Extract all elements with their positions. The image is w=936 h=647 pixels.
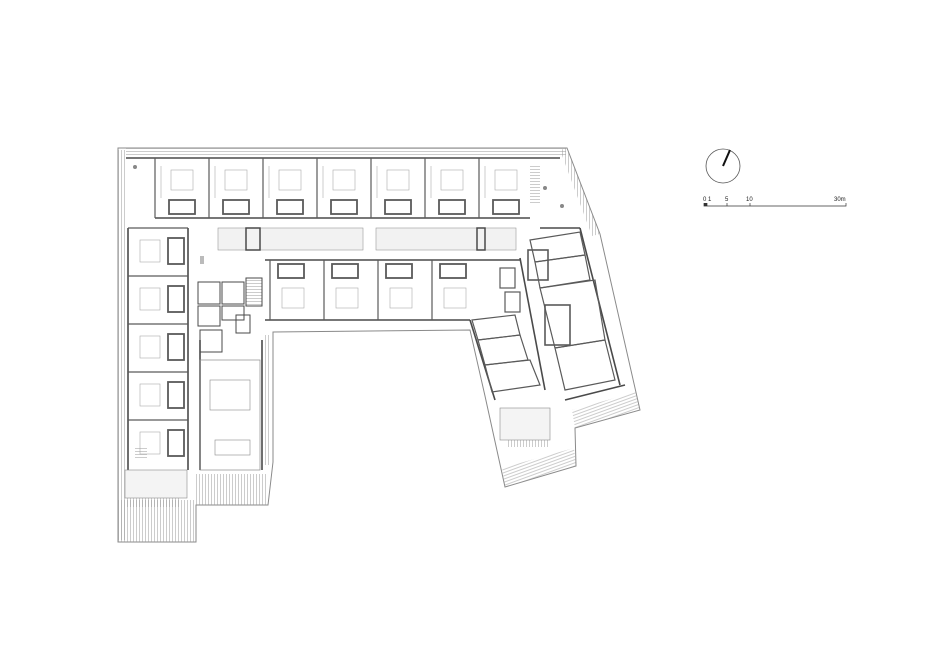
bathroom-pod: [277, 263, 305, 279]
bathroom-pod: [439, 263, 467, 279]
bathroom-pod: [168, 199, 196, 215]
east-wing-rooms: [133, 165, 616, 393]
bathroom-pod: [385, 263, 413, 279]
bathroom-pod: [167, 429, 185, 457]
scale-bar: 0 1 5 10 30m: [703, 197, 847, 207]
bed: [335, 287, 359, 309]
bathroom-pod: [331, 263, 359, 279]
bed: [281, 287, 305, 309]
atrium-voids: [200, 227, 517, 264]
bathroom-pod: [167, 285, 185, 313]
bathroom-pod: [330, 199, 358, 215]
scale-label-1: 1: [708, 197, 712, 203]
bathroom-pod: [438, 199, 466, 215]
terrace-hatching: [118, 148, 640, 542]
bed: [443, 287, 467, 309]
bed: [224, 169, 248, 191]
north-row-rooms: [154, 158, 520, 218]
bathroom-pod: [167, 381, 185, 409]
scale-label-30m: 30m: [834, 197, 846, 203]
bathroom-pod: [167, 237, 185, 265]
main-walls: [126, 157, 626, 470]
bed: [139, 431, 161, 455]
west-wing-rooms: [128, 227, 188, 457]
bed: [139, 335, 161, 359]
bed: [440, 169, 464, 191]
bathroom-pod: [492, 199, 520, 215]
bed: [332, 169, 356, 191]
bed: [278, 169, 302, 191]
scale-label-0: 0: [703, 197, 707, 203]
north-arrow-icon: [705, 148, 741, 184]
bathroom-pod: [384, 199, 412, 215]
bed: [170, 169, 194, 191]
scale-label-10: 10: [746, 197, 753, 203]
scale-label-5: 5: [725, 197, 729, 203]
south-row-rooms: [269, 260, 467, 320]
bathroom-pod: [222, 199, 250, 215]
bed: [139, 239, 161, 263]
bathroom-pod: [276, 199, 304, 215]
bed: [386, 169, 410, 191]
bed: [494, 169, 518, 191]
bed: [389, 287, 413, 309]
north-arrow: [705, 148, 741, 184]
bed: [139, 287, 161, 311]
stairs: [124, 165, 551, 507]
bed: [139, 383, 161, 407]
circulation-core: [197, 277, 263, 471]
bathroom-pod: [167, 333, 185, 361]
